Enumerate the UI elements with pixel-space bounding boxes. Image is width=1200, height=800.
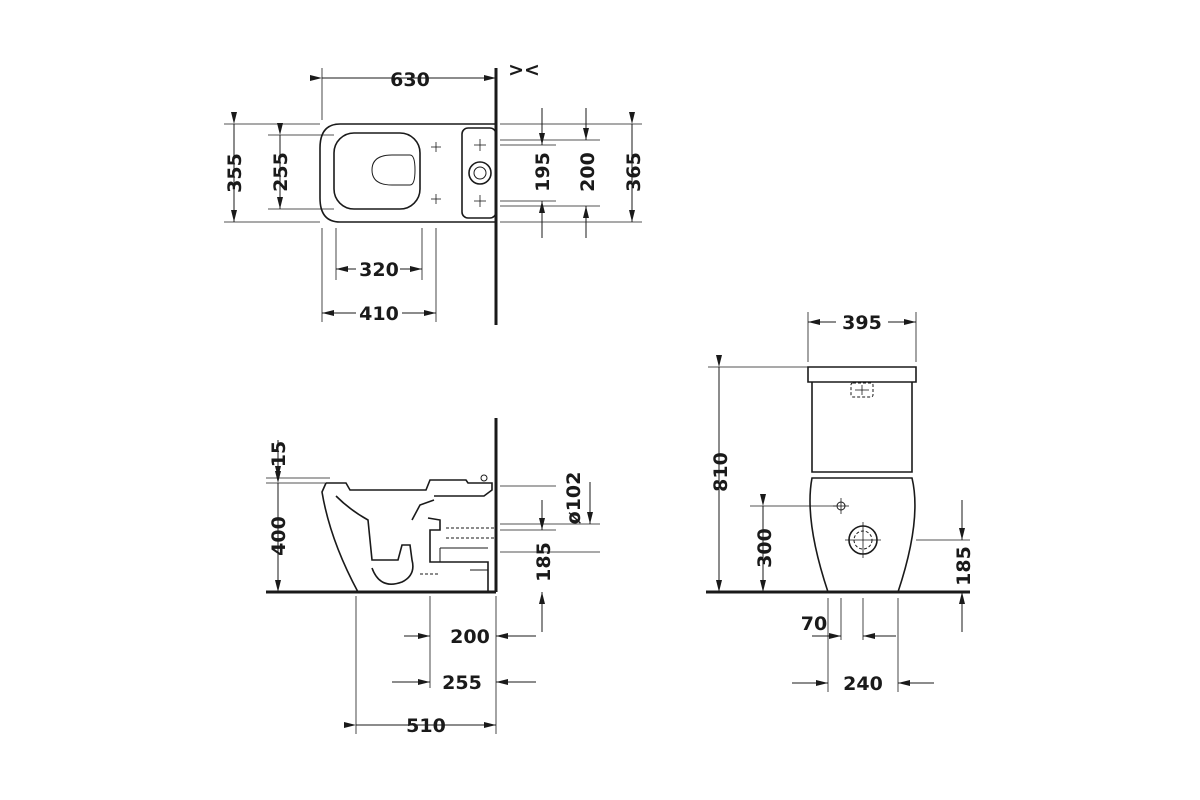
side-200-label: 200: [450, 626, 490, 648]
side-trap: [335, 495, 435, 585]
top-valve-inner: [473, 166, 487, 180]
top-410-label: 410: [359, 303, 399, 325]
front-tank: [807, 366, 917, 473]
side-seat: [326, 479, 493, 497]
side-185-label: 185: [533, 542, 555, 582]
front-395-label: 395: [842, 312, 882, 334]
side-bowl-outline: [321, 482, 489, 593]
side-hidden-lines: [420, 527, 496, 575]
side-d102-label: ø102: [563, 472, 585, 525]
top-tank: [461, 127, 497, 219]
top-255-label: 255: [270, 152, 292, 192]
top-seat: [333, 132, 421, 210]
top-bowl-opening: [371, 154, 416, 186]
side-outlet: [439, 547, 489, 584]
front-240-label: 240: [843, 673, 883, 695]
top-195-label: 195: [532, 152, 554, 192]
side-15-label: 15: [268, 441, 290, 467]
top-view: 630 >< 355 255 320 410 195: [224, 59, 645, 325]
side-510-label: 510: [406, 715, 446, 737]
side-outlet-circle: [480, 474, 488, 482]
top-355-label: 355: [224, 153, 246, 193]
top-365-label: 365: [623, 152, 645, 192]
top-320-label: 320: [359, 259, 399, 281]
top-valve-circle: [468, 161, 492, 185]
front-flush-button: [850, 382, 874, 398]
side-view: 15 400 ø102 185 200 255 510: [266, 418, 600, 737]
top-fixing-marks: [431, 139, 486, 207]
top-630-label: 630: [390, 69, 430, 91]
front-view: 395 810 300 185 70 240: [706, 312, 975, 695]
front-70-label: 70: [801, 613, 827, 635]
side-255-label: 255: [442, 672, 482, 694]
top-outline: [319, 123, 496, 223]
top-200-label: 200: [577, 152, 599, 192]
front-810-label: 810: [710, 452, 732, 492]
front-bowl: [809, 477, 916, 593]
front-185-label: 185: [953, 546, 975, 586]
wall-marker: ><: [508, 59, 540, 81]
front-300-label: 300: [754, 528, 776, 568]
side-400-label: 400: [268, 516, 290, 556]
